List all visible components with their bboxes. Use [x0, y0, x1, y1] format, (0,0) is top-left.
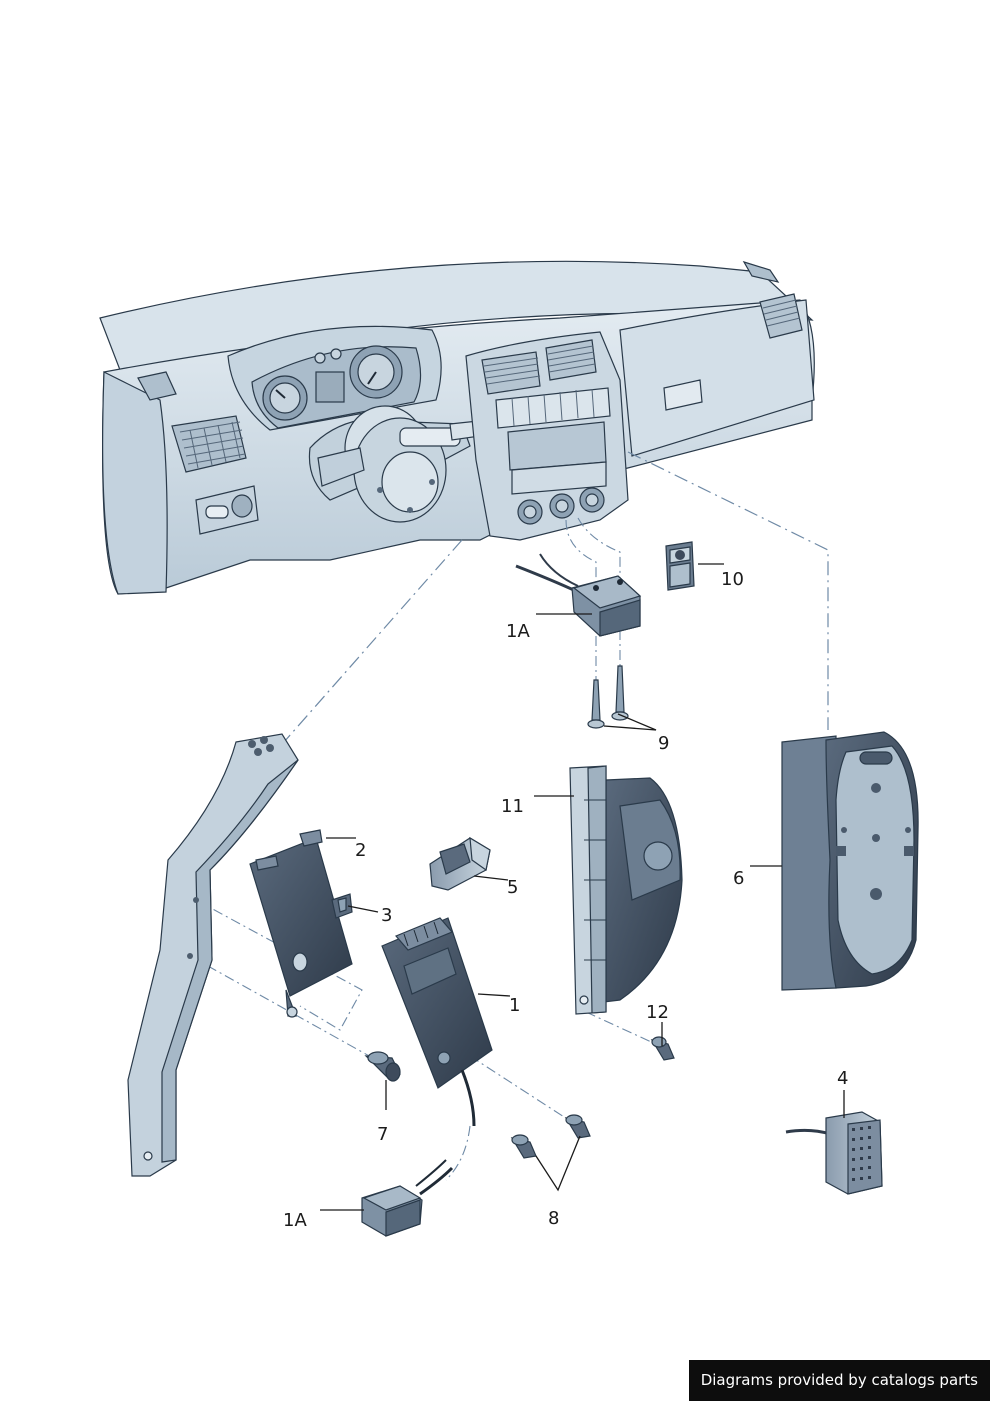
part-11-housing [569, 765, 683, 1015]
part-1a-top-connector [515, 553, 642, 637]
callout-8: 8 [548, 1208, 559, 1229]
part-1-control-unit [381, 917, 493, 1127]
mounting-bracket [127, 733, 299, 1177]
part-7-screw [364, 1051, 401, 1082]
part-8-screws [510, 1114, 591, 1159]
glovebox-area [137, 260, 815, 457]
center-console [465, 331, 629, 541]
callout-1a-bottom: 1A [283, 1210, 307, 1231]
part-4-microphone [785, 1111, 883, 1195]
callout-labels: 1A 10 9 11 6 2 3 5 1 7 8 12 4 1A [283, 569, 848, 1231]
part-9-screws [587, 665, 629, 729]
leader-lines [320, 563, 845, 1211]
credit-banner: Diagrams provided by catalogs parts [688, 1360, 990, 1401]
callout-3: 3 [381, 905, 392, 926]
part-1a-bottom-connector [361, 1159, 454, 1237]
part-3-clip [331, 893, 353, 919]
part-10-switch-cover [665, 541, 695, 591]
part-12-screw [650, 1036, 675, 1061]
callout-7: 7 [377, 1124, 388, 1145]
part-6-holder [781, 731, 919, 991]
part-5-cap [429, 836, 491, 891]
callout-12: 12 [646, 1002, 669, 1023]
callout-9: 9 [658, 733, 669, 754]
callout-4: 4 [837, 1068, 848, 1089]
instrument-cluster [227, 325, 442, 431]
callout-1: 1 [509, 995, 520, 1016]
part-2-holder-plate [249, 829, 353, 1018]
callout-5: 5 [507, 877, 518, 898]
callout-2: 2 [355, 840, 366, 861]
light-switch-panel [195, 485, 259, 535]
steering-column [308, 405, 509, 523]
left-air-vent [171, 415, 247, 473]
callout-1a-top: 1A [506, 621, 530, 642]
callout-10: 10 [721, 569, 744, 590]
dashboard [99, 260, 815, 595]
callout-11: 11 [501, 796, 524, 817]
callout-6: 6 [733, 868, 744, 889]
